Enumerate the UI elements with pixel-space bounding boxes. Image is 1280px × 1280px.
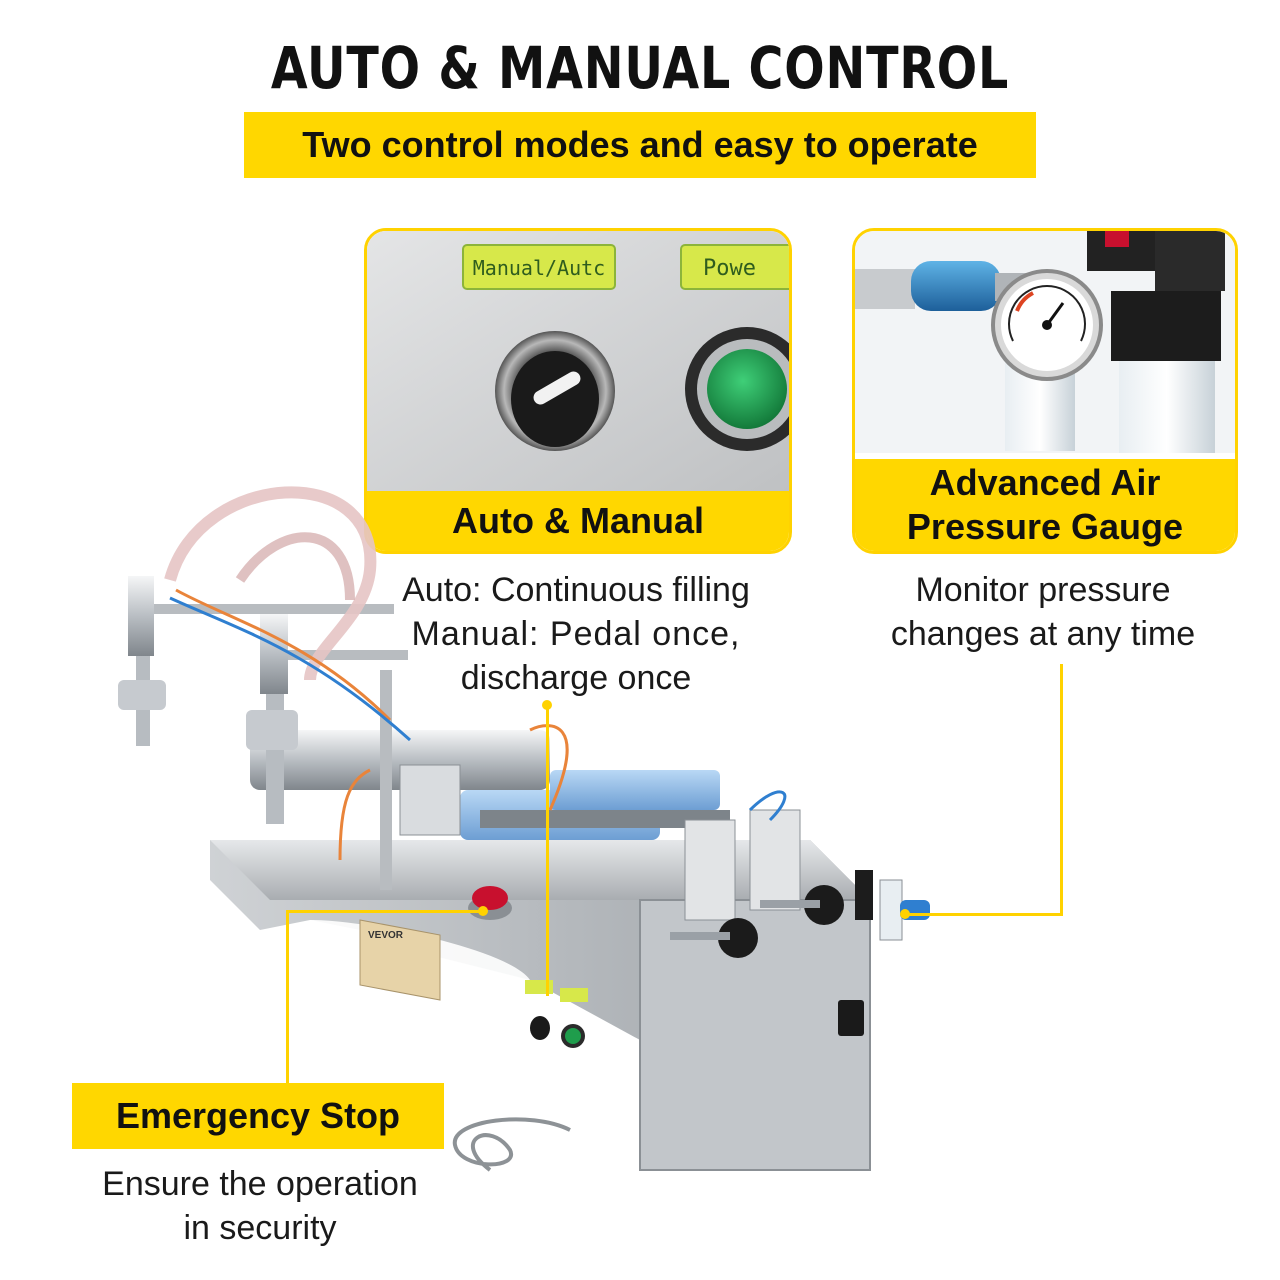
estop-desc-line2: in security (183, 1209, 337, 1247)
filling-machine-illustration: VEVOR (118, 486, 930, 1172)
mode-switch-icon (530, 1016, 550, 1040)
gauge-desc-line2: changes at any time (890, 615, 1196, 653)
pressure-gauge-card: Advanced Air Pressure Gauge (852, 228, 1238, 554)
estop-leader-vertical (286, 910, 289, 1083)
emergency-stop-label: Emergency Stop (72, 1083, 444, 1149)
gauge-leader-dot (900, 909, 910, 919)
estop-leader-dot (478, 906, 488, 916)
gauge-label-line1: Advanced Air (929, 462, 1161, 503)
panel-mode-text: Manual/Autc (473, 256, 605, 280)
page-title: AUTO & MANUAL CONTROL (270, 34, 1010, 102)
pressure-gauge-description: Monitor pressure changes at any time (860, 568, 1226, 656)
subtitle-text: Two control modes and easy to operate (302, 124, 978, 165)
gauge-leader-vertical (1060, 664, 1063, 916)
auto-manual-card: Manual/Autc Powe Auto & Manual (364, 228, 792, 554)
auto-manual-leader-dot (542, 700, 552, 710)
power-button-icon (707, 349, 787, 429)
panel-power-text: Powe (703, 256, 756, 281)
manual-desc-line: Manual: Pedal once, (411, 615, 741, 653)
brand-plate-text: VEVOR (368, 930, 404, 941)
auto-manual-label: Auto & Manual (367, 491, 789, 551)
manual-desc-line-2: discharge once (460, 659, 692, 697)
auto-desc-line: Auto: Continuous filling (402, 571, 750, 609)
auto-manual-leader (546, 704, 549, 996)
control-panel-photo: Manual/Autc Powe (367, 231, 789, 491)
gauge-desc-line1: Monitor pressure (915, 571, 1171, 609)
power-switch-icon (565, 1028, 581, 1044)
pressure-gauge-label: Advanced Air Pressure Gauge (855, 459, 1235, 551)
estop-desc-line1: Ensure the operation (102, 1165, 418, 1203)
emergency-stop-description: Ensure the operation in security (60, 1162, 460, 1250)
gauge-leader-horizontal (906, 913, 1063, 916)
air-regulator-photo (855, 231, 1235, 453)
estop-leader-horizontal (286, 910, 482, 913)
subtitle-banner: Two control modes and easy to operate (244, 112, 1036, 178)
emergency-stop-icon (472, 886, 508, 910)
gauge-label-line2: Pressure Gauge (906, 506, 1184, 547)
auto-manual-description: Auto: Continuous filling Manual: Pedal o… (380, 568, 772, 700)
